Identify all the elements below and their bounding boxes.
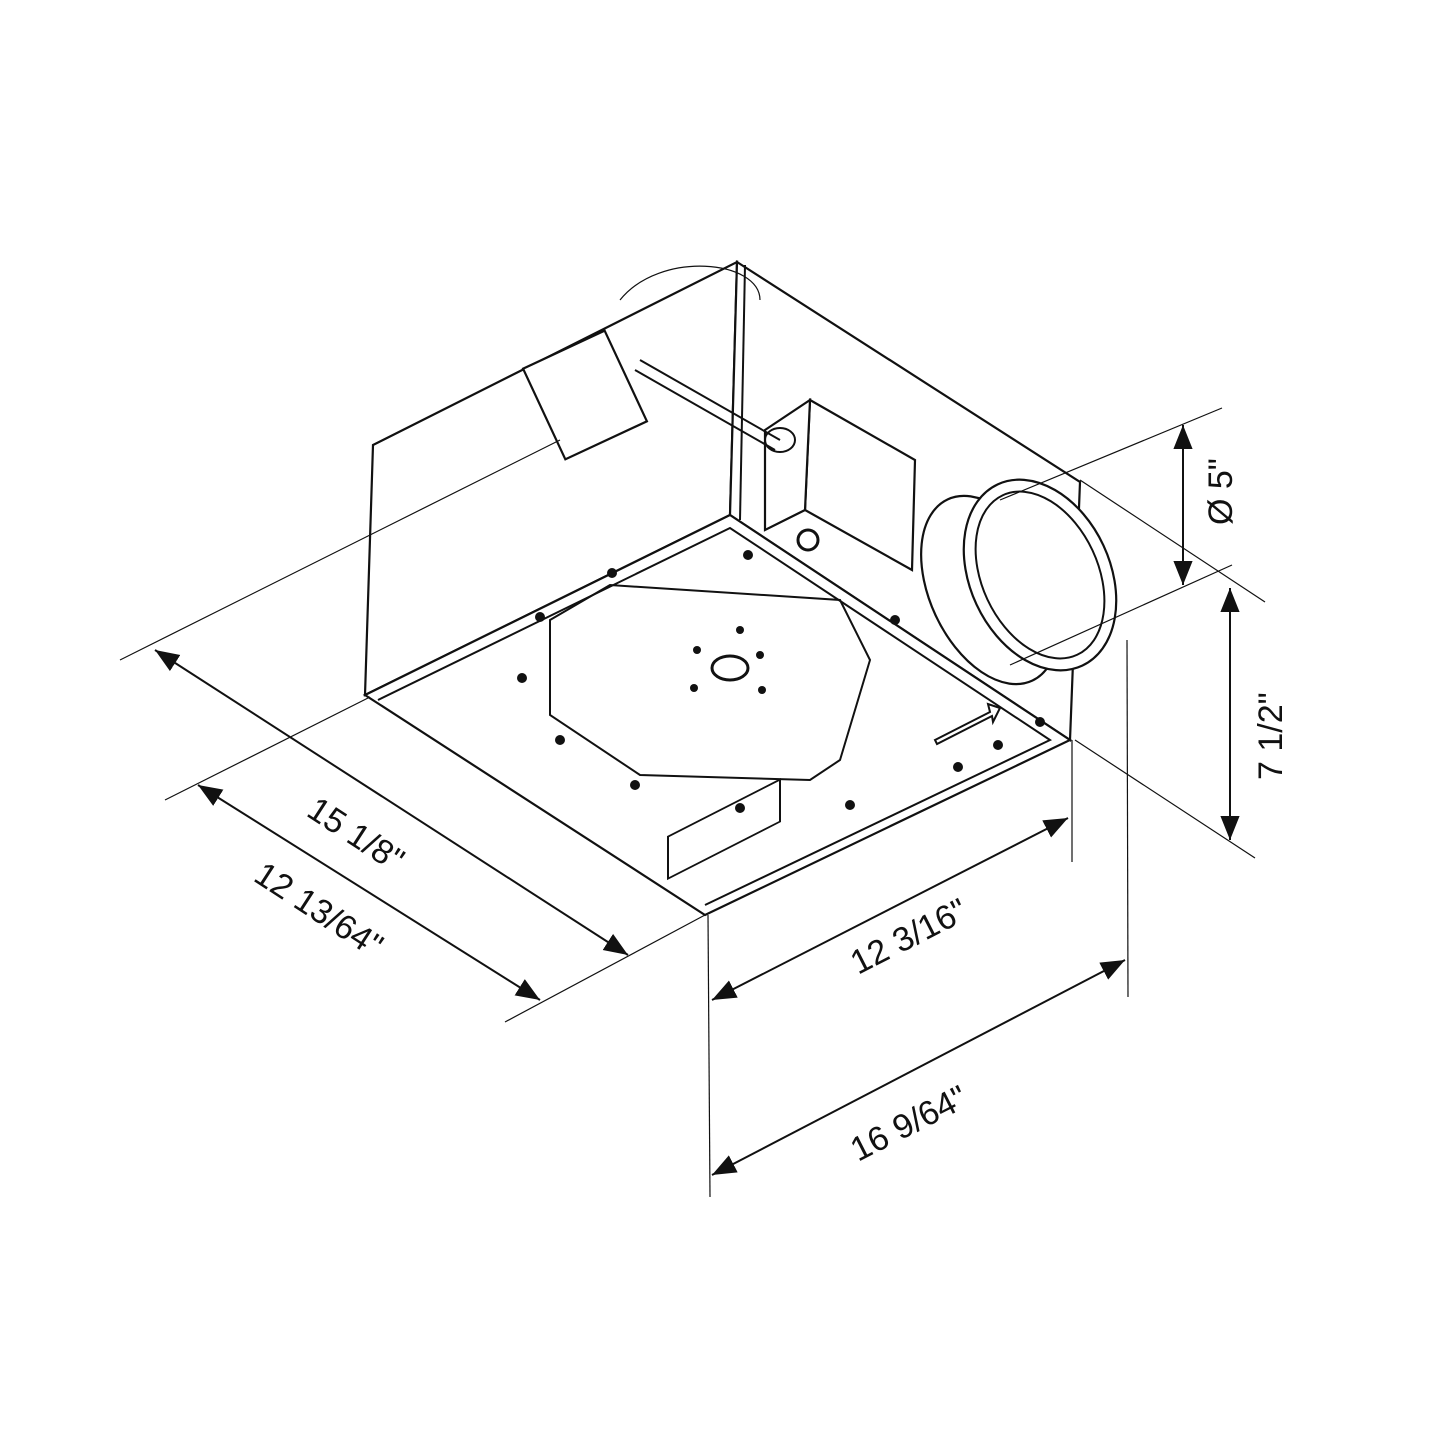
- dimension-arrows: [154, 425, 1240, 1176]
- motor-hub: [690, 626, 766, 694]
- power-cord: [521, 265, 796, 461]
- depth-housing-label: 12 13/64": [248, 855, 390, 966]
- width-overall-label: 16 9/64": [844, 1078, 973, 1169]
- junction-box: [763, 397, 917, 572]
- height-label: 7 1/2": [1252, 692, 1290, 780]
- airflow-arrow-icon: [933, 702, 1002, 746]
- duct-diameter-label: Ø 5": [1202, 458, 1240, 525]
- duct-collar: [920, 478, 1118, 686]
- width-housing-label: 12 3/16": [844, 891, 973, 982]
- fan-housing: [362, 260, 1118, 917]
